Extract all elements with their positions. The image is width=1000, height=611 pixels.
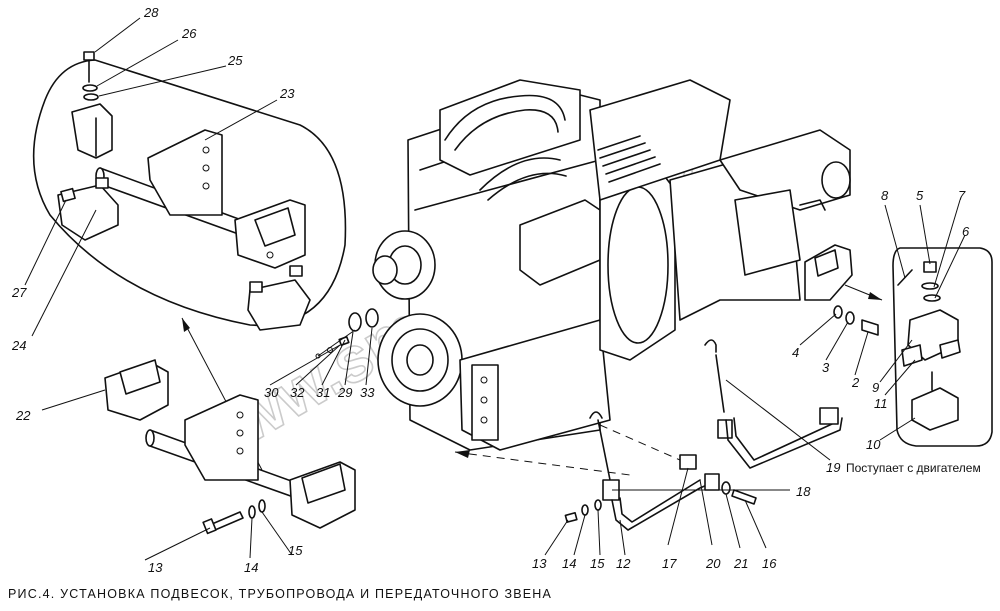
detail-view-right	[879, 199, 993, 447]
callout-10: 10	[866, 437, 881, 452]
callout-33: 33	[360, 385, 375, 400]
callout-19: 19	[826, 460, 840, 475]
callout-15-right: 15	[590, 556, 605, 571]
callout-15-left: 15	[288, 543, 303, 558]
callout-5: 5	[916, 188, 924, 203]
callout-32: 32	[290, 385, 305, 400]
callout-18: 18	[796, 484, 811, 499]
bolt-28	[82, 51, 99, 101]
callout-7: 7	[958, 188, 966, 203]
callout-8: 8	[881, 188, 889, 203]
right-mount-assembly	[799, 244, 883, 376]
callout-4: 4	[792, 345, 799, 360]
figure-caption: РИС.4. УСТАНОВКА ПОДВЕСОК, ТРУБОПРОВОДА …	[8, 587, 552, 601]
callout-31: 31	[316, 385, 330, 400]
callout-25: 25	[227, 53, 243, 68]
detail-view-left	[24, 17, 347, 337]
callout-28: 28	[143, 5, 159, 20]
callout-30: 30	[264, 385, 279, 400]
callout-13-left: 13	[148, 560, 163, 575]
callout-13-right: 13	[532, 556, 547, 571]
callout-24: 24	[11, 338, 26, 353]
callout-23: 23	[279, 86, 295, 101]
callout-17: 17	[662, 556, 677, 571]
callouts: 28 26 25 23 27 24 22 13 14 15 30 32 31 2…	[11, 5, 981, 575]
callout-14-right: 14	[562, 556, 576, 571]
callout-29: 29	[337, 385, 352, 400]
callout-14-left: 14	[244, 560, 258, 575]
callout-26: 26	[181, 26, 197, 41]
callout-16: 16	[762, 556, 777, 571]
callout-6: 6	[962, 224, 970, 239]
callout-21: 21	[733, 556, 748, 571]
engine-assembly	[372, 79, 851, 451]
callout-27: 27	[11, 285, 27, 300]
callout-22: 22	[15, 408, 31, 423]
note-engine-supplied: Поступает с двигателем	[846, 461, 981, 475]
pipeline-assembly	[454, 339, 843, 556]
callout-12: 12	[616, 556, 631, 571]
callout-11: 11	[874, 396, 888, 411]
callout-3: 3	[822, 360, 830, 375]
callout-20: 20	[705, 556, 721, 571]
front-fittings-29-33	[269, 308, 379, 386]
callout-2: 2	[851, 375, 860, 390]
callout-9: 9	[872, 380, 879, 395]
lower-left-mount-assembly	[41, 359, 356, 561]
